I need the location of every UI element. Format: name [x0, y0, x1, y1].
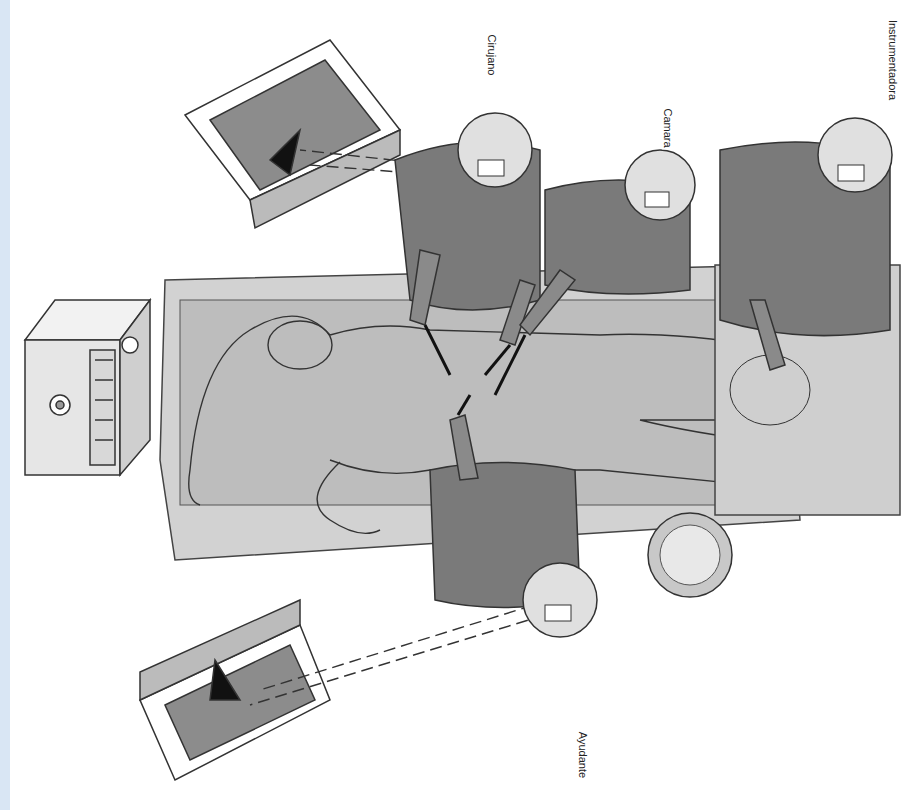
role-label: Camara: [662, 106, 674, 149]
role-label: Cirujano: [486, 33, 498, 78]
role-label: Instrumentadora: [887, 18, 899, 102]
role-label: Ayudante: [577, 730, 589, 780]
